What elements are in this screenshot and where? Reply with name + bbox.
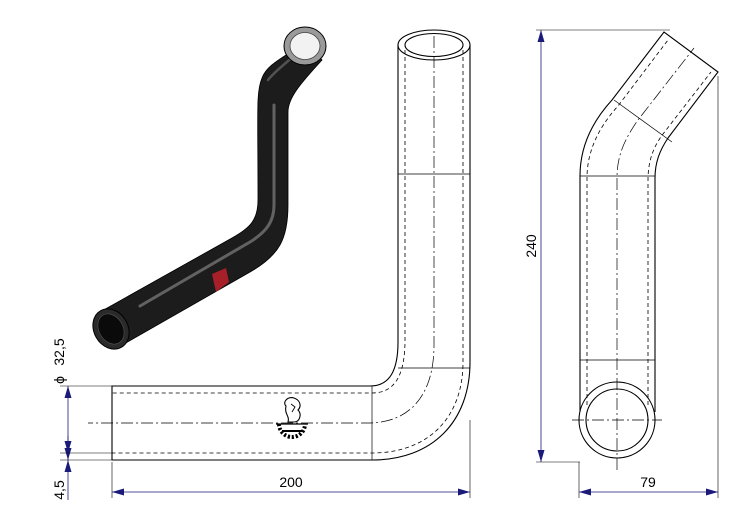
dimension-offset: 79 [578,76,719,498]
hose-render-top-bore [289,32,321,60]
dimension-diameter: ϕ 32,5 [51,338,112,461]
side-view-hidden-wall-right [647,71,712,405]
hose-render-highlight [138,103,276,308]
hose-3d-render [92,26,327,350]
front-view-center-line [88,36,435,424]
side-view-hidden-wall-left [586,39,669,405]
hose-render-mark [212,268,229,292]
hose-render-bottom-bore [97,313,125,345]
dimension-height-label: 240 [523,234,539,258]
dimension-length-label: 200 [279,474,303,490]
front-view-hidden-wall-right [112,50,464,454]
side-view [572,31,719,470]
dimension-offset-label: 79 [640,474,656,490]
hose-render-body [99,39,323,345]
side-view-tangent-upper [613,99,673,143]
dimension-diameter-label: 32,5 [51,338,67,365]
dimension-length: 200 [111,420,471,498]
front-view [88,29,471,461]
dimension-height: 240 [523,29,670,463]
gear-torch-logo-icon [276,397,308,439]
dimension-wall-label: 4,5 [51,480,67,500]
dimension-wall: 4,5 [51,436,112,500]
side-view-outer-contour [579,31,719,412]
side-view-center-line [616,47,695,470]
front-view-hidden-wall-left [112,50,406,394]
dimension-diameter-symbol: ϕ [51,376,67,384]
